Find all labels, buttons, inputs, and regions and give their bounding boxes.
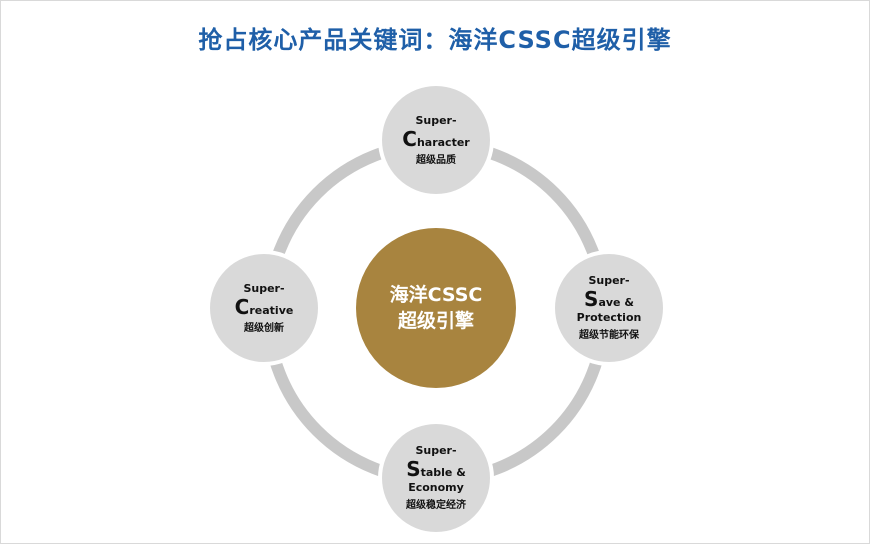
node-keyword-extra: Economy (408, 481, 464, 494)
node-keyword-extra: Protection (576, 311, 642, 324)
node-character: Super- Character 超级品质 (378, 82, 494, 198)
center-line-1: 海洋CSSC (389, 284, 483, 306)
node-keyword: Save & (584, 288, 634, 310)
node-creative: Super- Creative 超级创新 (206, 250, 322, 366)
center-line-2: 超级引擎 (397, 310, 474, 332)
node-chinese-label: 超级节能环保 (579, 330, 639, 341)
node-prefix: Super- (415, 113, 457, 127)
node-keyword-rest: reative (249, 303, 294, 317)
node-stable-economy: Super- Stable & Economy 超级稳定经济 (378, 420, 494, 536)
node-prefix: Super- (415, 444, 457, 457)
node-keyword: Creative (235, 296, 294, 318)
node-keyword-rest: table & (420, 466, 466, 479)
node-keyword: Character (402, 128, 469, 150)
node-keyword-rest: ave & (598, 296, 634, 309)
node-initial: S (584, 287, 599, 311)
node-chinese-label: 超级创新 (244, 322, 284, 334)
center-circle: 海洋CSSC 超级引擎 (356, 228, 516, 388)
node-keyword: Stable & (406, 458, 466, 480)
node-prefix: Super- (588, 274, 630, 287)
node-chinese-label: 超级品质 (416, 154, 456, 166)
slide-title: 抢占核心产品关键词：海洋CSSC超级引擎 (198, 26, 672, 54)
node-initial: C (402, 126, 417, 151)
node-prefix: Super- (243, 281, 285, 295)
node-keyword-rest: haracter (416, 135, 470, 149)
node-initial: C (234, 294, 250, 319)
node-chinese-label: 超级稳定经济 (406, 500, 466, 511)
node-save-protection: Super- Save & Protection 超级节能环保 (551, 250, 667, 366)
node-initial: S (406, 457, 421, 481)
